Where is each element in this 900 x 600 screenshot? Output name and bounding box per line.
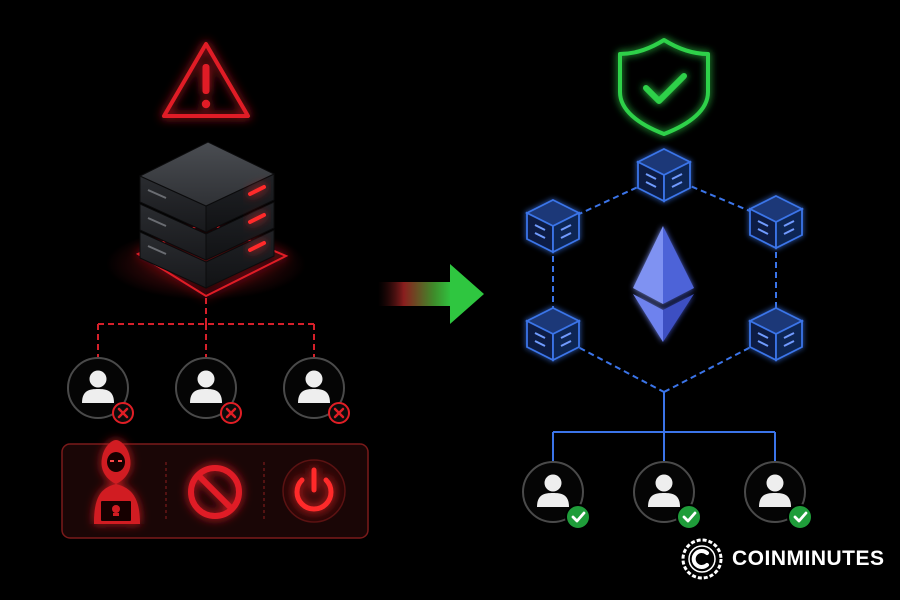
verified-badge-icon xyxy=(565,504,591,530)
blocked-badge-icon xyxy=(220,402,242,424)
prohibited-icon xyxy=(188,465,242,519)
brand-badge: COINMINUTES xyxy=(680,536,885,582)
blockchain-node-icon xyxy=(635,147,693,203)
right-users xyxy=(522,461,813,530)
network-nodes xyxy=(524,147,805,362)
user-node xyxy=(744,461,813,530)
user-node xyxy=(175,357,242,424)
warning-triangle-icon xyxy=(162,42,250,118)
blockchain-node-icon xyxy=(747,194,805,250)
left-connector-lines xyxy=(97,298,315,358)
user-node xyxy=(522,461,591,530)
blocked-badge-icon xyxy=(112,402,134,424)
coinminutes-logo-icon xyxy=(681,538,723,580)
user-node xyxy=(283,357,350,424)
verified-badge-icon xyxy=(676,504,702,530)
left-users xyxy=(67,357,350,424)
blocked-badge-icon xyxy=(328,402,350,424)
shield-check-icon xyxy=(618,38,710,136)
brand-name: COINMINUTES xyxy=(732,547,885,570)
blockchain-node-icon xyxy=(524,306,582,362)
power-off-icon xyxy=(282,459,346,523)
server-stack-icon xyxy=(106,141,306,300)
arrow-right-icon xyxy=(378,264,484,324)
blockchain-node-icon xyxy=(524,198,582,254)
user-icon xyxy=(82,370,114,403)
right-connector-lines xyxy=(552,392,776,462)
user-icon xyxy=(298,370,330,403)
hacker-icon xyxy=(94,440,140,524)
user-node xyxy=(67,357,134,424)
ethereum-icon xyxy=(633,226,694,342)
user-icon xyxy=(648,474,680,507)
user-icon xyxy=(190,370,222,403)
user-icon xyxy=(537,474,569,507)
verified-badge-icon xyxy=(787,504,813,530)
user-icon xyxy=(759,474,791,507)
blockchain-node-icon xyxy=(747,306,805,362)
user-node xyxy=(633,461,702,530)
